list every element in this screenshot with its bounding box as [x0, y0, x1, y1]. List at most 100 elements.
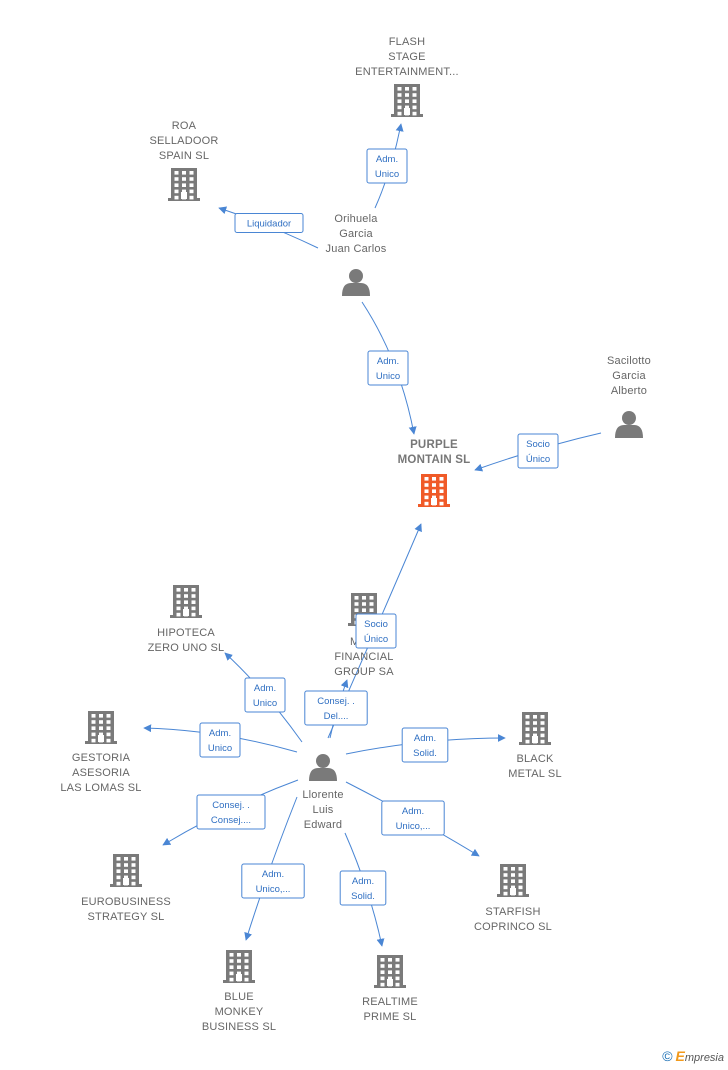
node-label-llorente: Edward: [304, 819, 343, 831]
building-icon: [223, 950, 255, 983]
edge-label-box: [339, 870, 387, 906]
brand-name: mpresia: [684, 1052, 724, 1064]
node-label-bluemonkey: BUSINESS SL: [202, 1021, 276, 1033]
edge-label-text: Solid.: [413, 748, 437, 759]
edge-label-llorente-to-realtime[interactable]: Adm. Solid.: [339, 870, 387, 906]
building-icon: [170, 585, 202, 618]
edge-label-text: Del....: [324, 711, 349, 722]
edge-label-orihuela-to-purple[interactable]: Adm. Unico: [367, 350, 409, 386]
edge-label-text: Liquidador: [247, 219, 291, 230]
node-label-roa: ROA: [172, 120, 197, 132]
edge-label-text: Unico: [253, 698, 277, 709]
node-label-orihuela: Orihuela: [334, 213, 378, 225]
edge-label-text: Unico: [208, 743, 232, 754]
building-icon: [391, 84, 423, 117]
edge-label-text: Solid.: [351, 891, 375, 902]
edge-label-text: Adm.: [414, 733, 436, 744]
building-icon: [110, 854, 142, 887]
edge-label-box: [241, 863, 305, 899]
edge-label-text: Adm.: [352, 876, 374, 887]
person-icon: [342, 269, 370, 296]
brand-initial: E: [675, 1048, 685, 1064]
edge-label-text: Único: [526, 454, 550, 465]
node-label-gestoria: GESTORIA: [72, 752, 131, 764]
edge-label-llorente-to-eurobusiness[interactable]: Consej. .Consej....: [196, 794, 266, 830]
node-label-hipoteca: ZERO UNO SL: [148, 642, 225, 654]
node-label-mo: GROUP SA: [334, 666, 394, 678]
copyright-icon: ©: [662, 1048, 673, 1064]
credit[interactable]: ©Empresia: [662, 1048, 724, 1064]
edge-label-text: Adm.: [254, 683, 276, 694]
edge-label-box: [367, 350, 409, 386]
node-label-purple: MONTAIN SL: [398, 454, 471, 466]
building-icon: [374, 955, 406, 988]
node-label-roa: SELLADOOR: [149, 135, 218, 147]
node-label-flash: ENTERTAINMENT...: [355, 66, 459, 78]
edge-label-box: [381, 800, 445, 836]
node-label-sacilotto: Garcia: [612, 370, 646, 382]
node-label-llorente: Llorente: [302, 789, 343, 801]
node-label-starfish: STARFISH: [485, 906, 540, 918]
edge-label-text: Unico: [375, 169, 399, 180]
node-label-mo: FINANCIAL: [334, 651, 393, 663]
edge-label-text: Socio: [364, 619, 388, 630]
node-eurobusiness[interactable]: EUROBUSINESS STRATEGY SL: [81, 854, 171, 923]
node-label-sacilotto: Alberto: [611, 385, 647, 397]
edge-labels-layer: Adm.UnicoLiquidadorAdm.UnicoSocioÚnicoSo…: [196, 148, 559, 906]
edge-label-box: [196, 794, 266, 830]
edge-label-box: [366, 148, 408, 184]
node-purple[interactable]: PURPLE MONTAIN SL: [398, 439, 471, 507]
node-label-sacilotto: Sacilotto: [607, 355, 651, 367]
node-black[interactable]: BLACK METAL SL: [508, 712, 562, 780]
edge-label-text: Consej. .: [317, 696, 355, 707]
edge-label-text: Consej....: [211, 815, 251, 826]
edge-label-text: Unico: [376, 371, 400, 382]
edge-label-llorente-to-starfish[interactable]: Adm.Unico,...: [381, 800, 445, 836]
edge-label-box: [244, 677, 286, 713]
node-label-realtime: REALTIME: [362, 996, 418, 1008]
edge-label-box: [355, 613, 397, 649]
node-label-eurobusiness: EUROBUSINESS: [81, 896, 171, 908]
node-label-flash: STAGE: [388, 51, 425, 63]
person-icon: [615, 411, 643, 438]
edge-label-text: Adm.: [262, 869, 284, 880]
edge-label-text: Único: [364, 634, 388, 645]
edge-label-llorente-to-black[interactable]: Adm. Solid.: [401, 727, 449, 763]
edge-label-llorente-to-mo[interactable]: Consej. . Del....: [304, 690, 368, 726]
building-icon: [497, 864, 529, 897]
edge-label-orihuela-to-flash[interactable]: Adm.Unico: [366, 148, 408, 184]
edge-label-llorente-to-hipoteca[interactable]: Adm. Unico: [244, 677, 286, 713]
edge-label-text: Adm.: [209, 728, 231, 739]
node-label-orihuela: Garcia: [339, 228, 373, 240]
edge-label-text: Adm.: [377, 356, 399, 367]
node-label-black: BLACK: [516, 753, 554, 765]
node-label-eurobusiness: STRATEGY SL: [88, 911, 165, 923]
node-label-black: METAL SL: [508, 768, 562, 780]
node-label-orihuela: Juan Carlos: [326, 243, 387, 255]
edge-label-text: Socio: [526, 439, 550, 450]
edge-label-llorente-to-gestoria[interactable]: Adm. Unico: [199, 722, 241, 758]
node-label-flash: FLASH: [389, 36, 425, 48]
building-icon: [168, 168, 200, 201]
node-label-purple: PURPLE: [410, 439, 458, 451]
node-label-bluemonkey: BLUE: [224, 991, 254, 1003]
edge-label-text: Adm.: [402, 806, 424, 817]
node-flash[interactable]: FLASH STAGE ENTERTAINMENT...: [355, 36, 459, 117]
person-icon: [309, 754, 337, 781]
edge-label-box: [199, 722, 241, 758]
building-icon: [418, 474, 450, 507]
edge-label-llorente-to-bluemonkey[interactable]: Adm.Unico,...: [241, 863, 305, 899]
edge-label-orihuela-to-roa[interactable]: Liquidador: [234, 213, 304, 233]
